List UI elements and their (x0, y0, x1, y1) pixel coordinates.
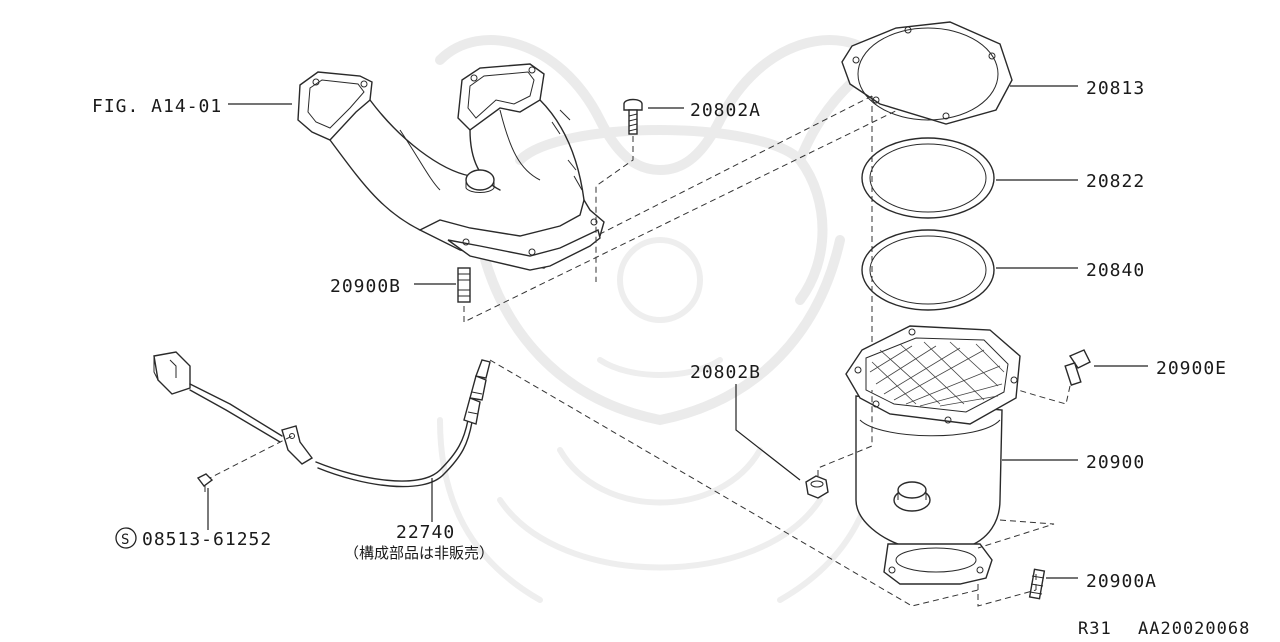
stud-20900a[interactable] (1028, 568, 1046, 600)
sensor-to-converter-line (489, 359, 979, 607)
label-20802a[interactable]: 20802A (690, 100, 761, 121)
label-20900a[interactable]: 20900A (1086, 571, 1157, 592)
label-20822[interactable]: 20822 (1086, 171, 1145, 192)
converter-mesh (869, 341, 1005, 407)
stud-20900b-path (463, 59, 1001, 323)
svg-text:S: S (121, 532, 129, 548)
watermark-emblem (435, 35, 888, 603)
footer-model: R31 (1078, 619, 1112, 638)
label-08513-61252[interactable]: 08513-61252 (142, 529, 272, 550)
stud-20900b[interactable] (457, 267, 471, 303)
nut-20802b[interactable] (805, 475, 829, 499)
label-20802b[interactable]: 20802B (690, 362, 761, 383)
bolt-20802a[interactable] (623, 98, 643, 135)
gasket-to-bolt-line (595, 95, 873, 237)
outlet-dash-lines (977, 519, 1055, 607)
label-20813[interactable]: 20813 (1086, 78, 1145, 99)
label-20900[interactable]: 20900 (1086, 452, 1145, 473)
exhaust-manifold[interactable] (297, 63, 605, 271)
bolt-08513-61252[interactable] (196, 473, 214, 492)
label-fig-a14-01[interactable]: FIG. A14-01 (92, 96, 222, 117)
bracket-bolt-path (205, 435, 293, 481)
label-22740[interactable]: 22740 (396, 522, 455, 543)
leader-lines (207, 85, 1148, 579)
stud-20900e[interactable] (1064, 349, 1091, 386)
label-22740-note: （構成部品は非販売） (344, 544, 494, 562)
catalytic-converter-20900[interactable] (845, 325, 1021, 585)
label-20900e[interactable]: 20900E (1156, 358, 1227, 379)
footer-diagram-id: AA20020068 (1138, 619, 1250, 638)
label-20840[interactable]: 20840 (1086, 260, 1145, 281)
seal-ring-20822[interactable] (861, 137, 995, 219)
seal-ring-20840[interactable] (861, 229, 995, 311)
oxygen-sensor-22740[interactable] (153, 351, 491, 488)
stud-20900e-path (1017, 385, 1071, 405)
nut-20802b-path (817, 390, 873, 476)
gasket-20813[interactable] (841, 21, 1013, 125)
standard-part-s-symbol: S (115, 527, 137, 549)
label-20900b[interactable]: 20900B (330, 276, 401, 297)
bolt-20802a-path (595, 136, 634, 282)
